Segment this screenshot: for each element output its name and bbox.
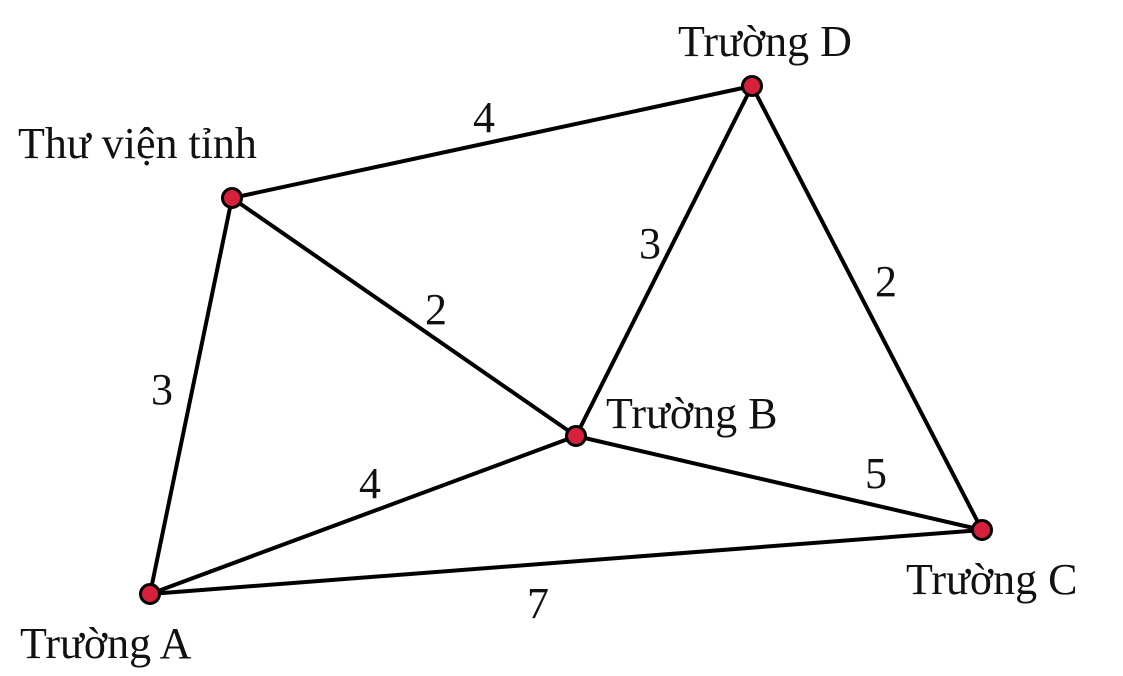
edge-weight-label: 3 [151, 365, 173, 414]
node-label: Thư viện tỉnh [18, 119, 257, 168]
edge-weight-label: 3 [639, 219, 661, 268]
edge-tv-D [231, 84, 753, 200]
node-tv [221, 187, 243, 209]
edge-B-C [575, 434, 983, 532]
node-C [971, 519, 993, 541]
edge-tv-A [148, 197, 234, 595]
edge-weight-label: 7 [527, 579, 549, 628]
edge-D-C [750, 85, 984, 531]
node-label: Trường C [906, 555, 1077, 604]
node-label: Trường A [20, 619, 192, 668]
edge-weight-label: 4 [473, 93, 495, 142]
edge-weight-label: 4 [359, 459, 381, 508]
edge-tv-B [230, 196, 578, 438]
edge-A-C [149, 528, 983, 596]
edge-weight-label: 5 [865, 449, 887, 498]
edge-weight-label: 2 [425, 285, 447, 334]
node-A [139, 583, 161, 605]
edge-weight-label: 2 [875, 257, 897, 306]
node-B [565, 425, 587, 447]
edge-D-B [574, 85, 754, 437]
node-D [741, 75, 763, 97]
node-label: Trường B [606, 389, 777, 438]
edge-A-B [149, 434, 577, 596]
node-label: Trường D [678, 17, 852, 66]
